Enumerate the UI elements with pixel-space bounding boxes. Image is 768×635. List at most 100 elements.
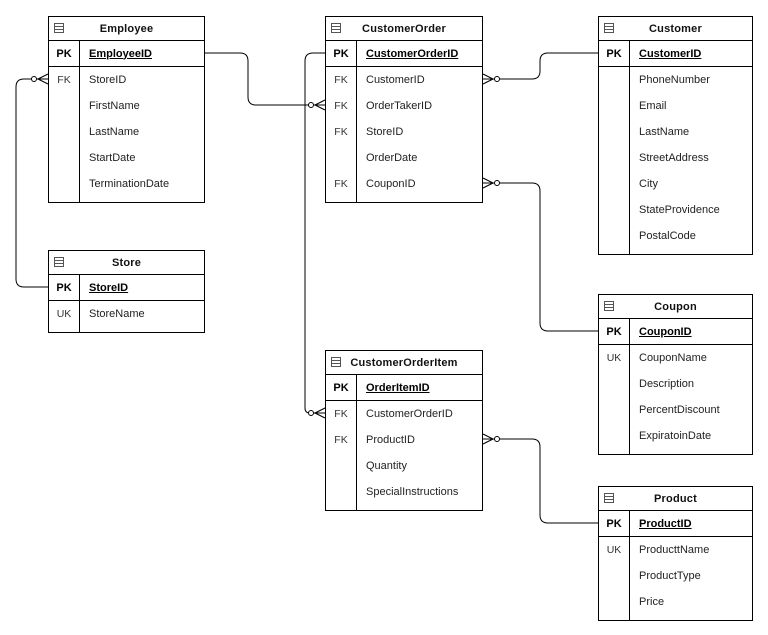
entity-title-bar[interactable]: Product [599,487,752,511]
entity-store[interactable]: Store PK StoreID UK StoreName [48,250,205,333]
entity-customerorderitem[interactable]: CustomerOrderItem PK OrderItemID FK Cust… [325,350,483,511]
entity-title-bar[interactable]: Employee [49,17,204,41]
attribute-row-customerid[interactable]: PK CustomerID [599,41,752,67]
zero-circle-store-employee [31,76,37,82]
attribute-name: OrderTakerID [366,100,433,112]
attribute-name: PercentDiscount [639,404,720,416]
entity-rows: PK CouponID UK CouponName Description Pe… [599,319,752,454]
key-column-divider [356,375,357,510]
key-type-label: PK [56,47,72,60]
attribute-row-employeeid[interactable]: PK EmployeeID [49,41,204,67]
attribute-name: StreetAddress [639,152,709,164]
attribute-row-storeid[interactable]: FK StoreID [326,119,482,145]
zero-circle-product-customerorderitem [494,436,500,442]
attribute-row-firstname[interactable]: FirstName [49,93,204,119]
attribute-row-couponid[interactable]: FK CouponID [326,171,482,197]
attribute-row-stateprovidence[interactable]: StateProvidence [599,197,752,223]
attribute-name: TerminationDate [89,178,170,190]
attribute-name: SpecialInstructions [366,486,459,498]
key-type-label: PK [606,517,622,530]
attribute-row-percentdiscount[interactable]: PercentDiscount [599,397,752,423]
key-type-label: FK [334,100,348,112]
attribute-name: LastName [639,126,690,138]
attribute-row-terminationdate[interactable]: TerminationDate [49,171,204,197]
key-type-label: PK [56,281,72,294]
zero-circle-employee-customerorder [308,102,314,108]
attribute-name: CouponName [639,352,707,364]
attribute-row-productid[interactable]: FK ProductID [326,427,482,453]
attribute-name: EmployeeID [89,47,152,60]
entity-rows: PK CustomerOrderID FK CustomerID FK Orde… [326,41,482,202]
attribute-name: ExpiratoinDate [639,430,712,442]
attribute-row-storeid[interactable]: PK StoreID [49,275,204,301]
key-type-label: FK [334,408,348,420]
entity-title-bar[interactable]: Customer [599,17,752,41]
key-column-divider [629,41,630,254]
attribute-row-ordertakerid[interactable]: FK OrderTakerID [326,93,482,119]
attribute-row-orderdate[interactable]: OrderDate [326,145,482,171]
attribute-row-productid[interactable]: PK ProductID [599,511,752,537]
attribute-row-lastname[interactable]: LastName [599,119,752,145]
entity-title-bar[interactable]: CustomerOrder [326,17,482,41]
entity-title: Customer [649,22,702,35]
entity-customer[interactable]: Customer PK CustomerID PhoneNumber Email… [598,16,753,255]
attribute-row-storeid[interactable]: FK StoreID [49,67,204,93]
key-type-label: UK [606,544,622,556]
attribute-row-orderitemid[interactable]: PK OrderItemID [326,375,482,401]
key-type-label: FK [334,126,348,138]
key-type-label: FK [334,434,348,446]
attribute-name: OrderDate [366,152,418,164]
attribute-row-producttype[interactable]: ProductType [599,563,752,589]
key-type-label: FK [334,74,348,86]
attribute-name: OrderItemID [366,381,430,394]
attribute-name: ProductID [639,517,692,530]
crows-foot-coupon-customerorder [482,177,494,189]
attribute-row-price[interactable]: Price [599,589,752,615]
attribute-row-city[interactable]: City [599,171,752,197]
attribute-name: StoreName [89,308,145,320]
attribute-row-expiratoindate[interactable]: ExpiratoinDate [599,423,752,449]
entity-coupon[interactable]: Coupon PK CouponID UK CouponName Descrip… [598,294,753,455]
attribute-row-quantity[interactable]: Quantity [326,453,482,479]
attribute-row-email[interactable]: Email [599,93,752,119]
table-icon [331,357,341,367]
attribute-row-streetaddress[interactable]: StreetAddress [599,145,752,171]
relationship-product-customerorderitem[interactable] [493,438,598,524]
relationship-store-employee[interactable] [15,78,48,288]
attribute-row-customerorderid[interactable]: FK CustomerOrderID [326,401,482,427]
crows-foot-product-customerorderitem [482,433,494,445]
attribute-row-storename[interactable]: UK StoreName [49,301,204,327]
entity-customerorder[interactable]: CustomerOrder PK CustomerOrderID FK Cust… [325,16,483,203]
relationship-customer-customerorder[interactable] [493,52,598,80]
attribute-name: FirstName [89,100,140,112]
entity-product[interactable]: Product PK ProductID UK ProducttName Pro… [598,486,753,621]
crows-foot-customer-customerorder [482,73,494,85]
zero-circle-customer-customerorder [494,76,500,82]
attribute-row-customerorderid[interactable]: PK CustomerOrderID [326,41,482,67]
attribute-row-startdate[interactable]: StartDate [49,145,204,171]
attribute-row-couponid[interactable]: PK CouponID [599,319,752,345]
relationship-employee-customerorder[interactable] [205,52,315,106]
attribute-row-postalcode[interactable]: PostalCode [599,223,752,249]
attribute-name: ProductID [366,434,415,446]
attribute-row-phonenumber[interactable]: PhoneNumber [599,67,752,93]
table-icon [604,301,614,311]
attribute-row-lastname[interactable]: LastName [49,119,204,145]
attribute-row-producttname[interactable]: UK ProducttName [599,537,752,563]
entity-employee[interactable]: Employee PK EmployeeID FK StoreID FirstN… [48,16,205,203]
attribute-row-specialinstructions[interactable]: SpecialInstructions [326,479,482,505]
attribute-name: CustomerOrderID [366,47,459,60]
relationship-customerorder-customerorderitem[interactable] [304,52,325,414]
key-type-label: FK [57,74,71,86]
attribute-row-description[interactable]: Description [599,371,752,397]
entity-title-bar[interactable]: CustomerOrderItem [326,351,482,375]
attribute-name: ProducttName [639,544,710,556]
table-icon [331,23,341,33]
relationship-coupon-customerorder[interactable] [493,182,598,332]
entity-title: CustomerOrder [362,22,446,35]
attribute-row-customerid[interactable]: FK CustomerID [326,67,482,93]
entity-title-bar[interactable]: Coupon [599,295,752,319]
attribute-row-couponname[interactable]: UK CouponName [599,345,752,371]
entity-title-bar[interactable]: Store [49,251,204,275]
entity-rows: PK StoreID UK StoreName [49,275,204,332]
